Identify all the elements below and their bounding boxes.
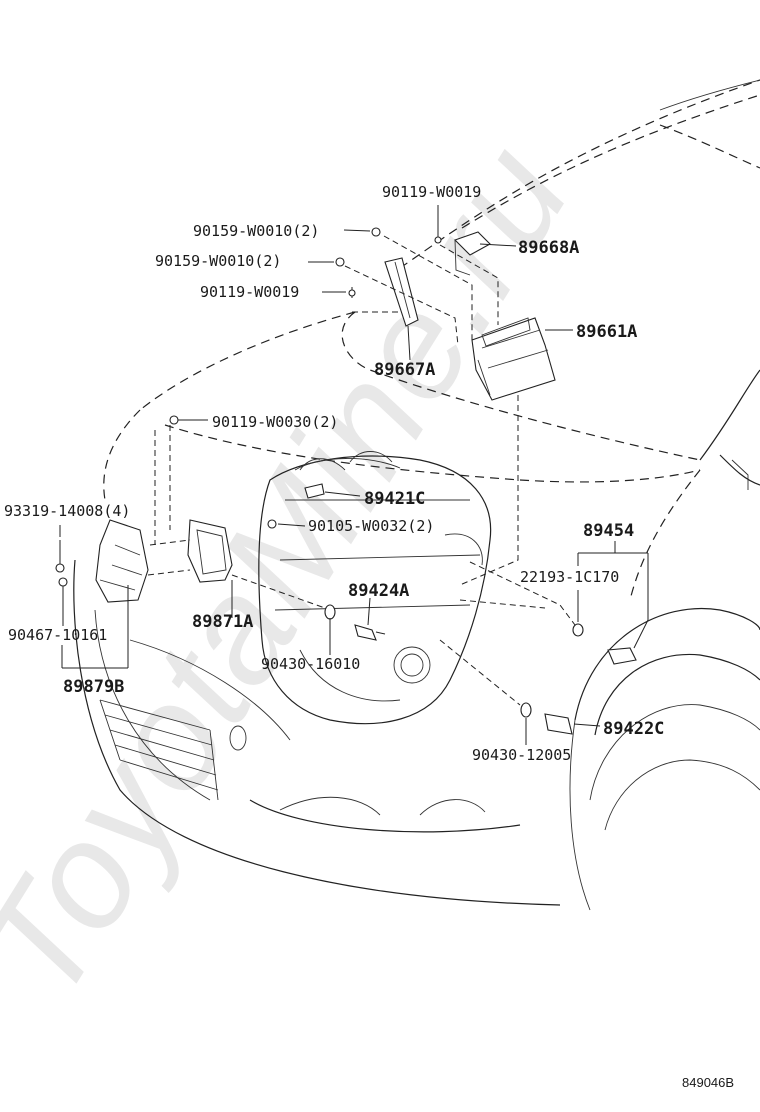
roof-line bbox=[461, 94, 760, 229]
label-89667a: 89667A bbox=[374, 360, 435, 380]
bumper-outline bbox=[73, 559, 561, 906]
bolt-90105-w0032 bbox=[267, 519, 277, 529]
tire-inner bbox=[604, 759, 760, 831]
label-90105-w0032: 90105-W0032(2) bbox=[308, 517, 434, 535]
block-line-1 bbox=[279, 554, 481, 561]
crank-pulley-inner bbox=[400, 653, 424, 677]
label-90159-w0010-b: 90159-W0010(2) bbox=[155, 252, 281, 270]
block-line-2 bbox=[274, 604, 471, 611]
label-90159-w0010-a: 90159-W0010(2) bbox=[193, 222, 319, 240]
windshield-line bbox=[399, 79, 760, 269]
bolt-93319-14008 bbox=[55, 540, 65, 573]
sensor-89424a bbox=[354, 624, 386, 641]
watermark: ToyotaMine.ru bbox=[0, 114, 602, 1026]
nut-90467-10161 bbox=[58, 577, 68, 587]
gasket-22193-1c170 bbox=[572, 623, 584, 637]
bolt-90159-w0010-a bbox=[371, 227, 381, 237]
wheel-arch-inner bbox=[594, 653, 760, 736]
sensor-89421c bbox=[304, 483, 325, 499]
bumper-crease bbox=[94, 609, 211, 801]
windshield-edge bbox=[659, 79, 760, 111]
cowl-line bbox=[699, 369, 760, 461]
hood-rear-line bbox=[341, 311, 701, 461]
oil-pan bbox=[299, 649, 401, 702]
fog-lamp-right bbox=[419, 799, 486, 816]
ecu-group bbox=[344, 231, 556, 586]
mirror-base bbox=[719, 454, 760, 486]
leader-lines bbox=[59, 229, 649, 745]
label-89871a: 89871A bbox=[192, 612, 253, 632]
label-90119-w0019-mid: 90119-W0019 bbox=[200, 283, 299, 301]
label-89661a: 89661A bbox=[576, 322, 637, 342]
alternator bbox=[444, 533, 483, 566]
diagram-ref-number: 849046B bbox=[682, 1075, 734, 1090]
front-module-group bbox=[95, 425, 326, 609]
coil-2 bbox=[349, 451, 393, 463]
fender-line bbox=[629, 469, 701, 601]
ecu-89661a bbox=[471, 317, 556, 401]
label-89421c: 89421C bbox=[364, 489, 425, 509]
bracket-89668a bbox=[453, 231, 491, 256]
crank-pulley-outer bbox=[393, 646, 431, 684]
label-90430-12005: 90430-12005 bbox=[472, 746, 571, 764]
label-90467-10161: 90467-10161 bbox=[8, 626, 107, 644]
bumper-corner bbox=[569, 719, 591, 911]
mirror-edge bbox=[731, 459, 749, 490]
label-89454: 89454 bbox=[583, 521, 634, 541]
label-22193-1c170: 22193-1C170 bbox=[520, 568, 619, 586]
label-93319-14008: 93319-14008(4) bbox=[4, 502, 130, 520]
fog-lamp-left bbox=[279, 796, 381, 816]
coil-1 bbox=[299, 458, 346, 471]
label-89424a: 89424A bbox=[348, 581, 409, 601]
vehicle-body-outline bbox=[73, 79, 760, 911]
a-pillar-line bbox=[659, 124, 760, 169]
clip-90119-w0030 bbox=[169, 415, 179, 425]
hood-left-line bbox=[139, 311, 356, 411]
headlamp-edge bbox=[129, 639, 291, 741]
sensor-89422c bbox=[544, 713, 573, 735]
label-89879b: 89879B bbox=[63, 677, 124, 697]
bracket-89667a bbox=[384, 257, 419, 327]
marker-lamp bbox=[229, 725, 247, 751]
grille bbox=[99, 699, 219, 801]
callout-labels: 90119-W0019 90159-W0010(2) 90159-W0010(2… bbox=[4, 183, 664, 764]
label-89668a: 89668A bbox=[518, 238, 579, 258]
bolt-90119-w0019-mid bbox=[348, 287, 356, 298]
ecu-connector bbox=[481, 317, 531, 347]
hood-front-edge bbox=[103, 409, 141, 501]
label-89422c: 89422C bbox=[603, 719, 664, 739]
sensor-89454 bbox=[607, 647, 637, 665]
bumper-lower-edge bbox=[249, 799, 521, 833]
engine-assembly bbox=[258, 451, 492, 725]
label-90119-w0019-top: 90119-W0019 bbox=[382, 183, 481, 201]
engine-block bbox=[258, 455, 492, 725]
bolt-90119-w0019-top bbox=[434, 205, 442, 244]
bolt-90159-w0010-b bbox=[335, 257, 345, 267]
label-90430-16010: 90430-16010 bbox=[261, 655, 360, 673]
gasket-90430-12005 bbox=[520, 702, 532, 718]
tire-outer bbox=[589, 704, 760, 801]
bracket-89879b bbox=[95, 519, 149, 603]
label-90119-w0030: 90119-W0030(2) bbox=[212, 413, 338, 431]
wheel-arch-outer bbox=[574, 608, 760, 721]
hood-center-line bbox=[164, 424, 701, 483]
gasket-90430-16010 bbox=[324, 604, 336, 620]
watermark-text: ToyotaMine.ru bbox=[0, 114, 602, 1026]
